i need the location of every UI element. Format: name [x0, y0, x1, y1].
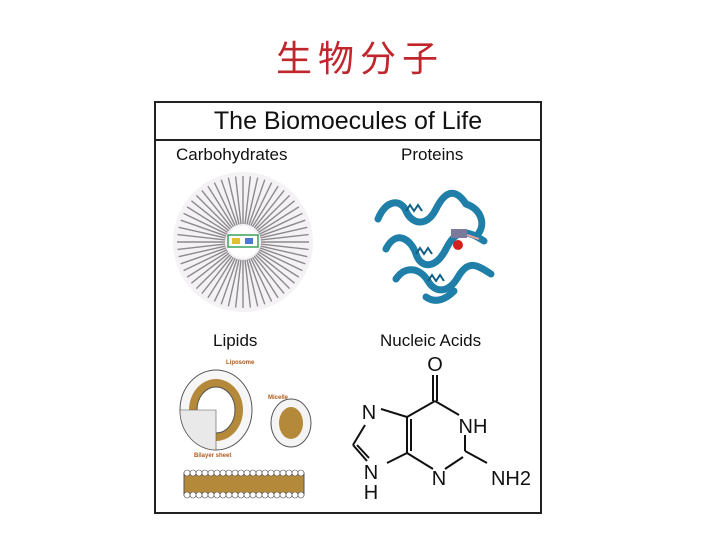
- atom-nh1: NH: [459, 416, 488, 438]
- lipid-structures-icon: [179, 369, 312, 499]
- slide-title: 生物分子: [275, 39, 444, 80]
- atom-o: O: [427, 354, 443, 376]
- micelle-label: Micelle: [268, 395, 289, 401]
- carbohydrates-label: Carbohydrates: [176, 145, 288, 164]
- protein-ribbon-icon: [374, 189, 495, 304]
- bilayer-sheet-label: Bilayer sheet: [194, 453, 232, 459]
- liposome-label: Liposome: [226, 360, 255, 366]
- atom-n3: N: [432, 468, 446, 490]
- biomolecules-figure: The Biomoecules of Life Carbohydrates Pr…: [154, 101, 542, 514]
- guanine-structure-icon: O N NH N H N NH2: [352, 354, 531, 504]
- figure-title: The Biomoecules of Life: [156, 103, 540, 141]
- proteins-label: Proteins: [401, 145, 464, 164]
- nucleic-acids-label: Nucleic Acids: [380, 331, 482, 350]
- atom-nh2: NH2: [491, 468, 531, 490]
- atom-h9: H: [364, 482, 378, 504]
- atom-n7: N: [362, 402, 376, 424]
- glycogen-molecule-icon: [173, 172, 313, 312]
- lipids-label: Lipids: [213, 331, 258, 350]
- atom-n9: N: [364, 462, 378, 484]
